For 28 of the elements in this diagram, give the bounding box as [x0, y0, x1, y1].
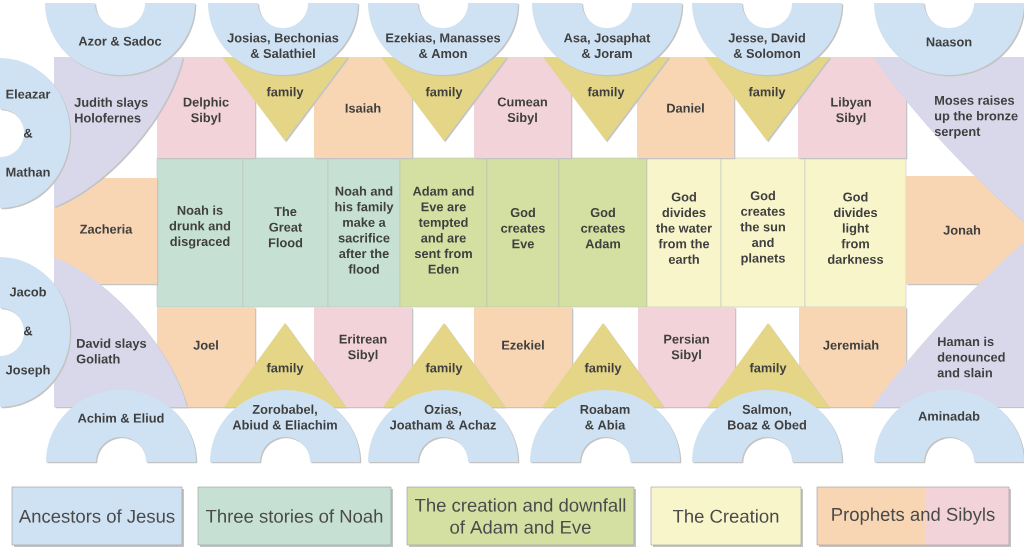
lunette: Naason — [874, 3, 1024, 77]
scene-panel: The Great Flood — [242, 157, 329, 308]
lunette: Jacob & Joseph — [0, 257, 72, 409]
lunette: Ozias, Joatham & Achaz — [368, 390, 520, 464]
legend-box: Three stories of Noah — [197, 486, 393, 547]
lunette: Ezekias, Manasses & Amon — [368, 3, 520, 77]
scene-panel: Noah is drunk and disgraced — [156, 157, 244, 308]
lunette: Eleazar & Mathan — [0, 58, 72, 210]
lunette: Josias, Bechonias & Salathiel — [208, 3, 360, 77]
lunette: Jesse, David & Solomon — [692, 3, 844, 77]
lunette: Asa, Josaphat & Joram — [532, 3, 684, 77]
scene-panel: Noah and his family make a sacrifice after the flood — [327, 157, 401, 308]
scene-panel: God creates Eve — [486, 157, 560, 308]
lunette: Achim & Eliud — [46, 390, 198, 464]
scene-panel: Adam and Eve are tempted and are sent from Eden — [399, 157, 488, 308]
lunette: Aminadab — [874, 390, 1024, 464]
scene-panel: God divides light from darkness — [804, 157, 907, 308]
scene-panel: God divides the water from the earth — [646, 157, 722, 308]
lunette: Azor & Sadoc — [45, 3, 197, 77]
legend-box: Ancestors of Jesus — [11, 486, 184, 547]
scene-panel: God creates Adam — [558, 157, 648, 308]
legend-box: The Creation — [650, 486, 803, 547]
lunette: Zorobabel, Abiud & Eliachim — [210, 390, 362, 464]
lunette: Salmon, Boaz & Obed — [692, 390, 844, 464]
legend-box: Prophets and Sibyls — [816, 486, 1011, 547]
lunette: Roabam & Abia — [530, 390, 682, 464]
scene-panel: God creates the sun and planets — [720, 157, 806, 308]
legend-box: The creation and downfall of Adam and Eve — [406, 486, 636, 547]
